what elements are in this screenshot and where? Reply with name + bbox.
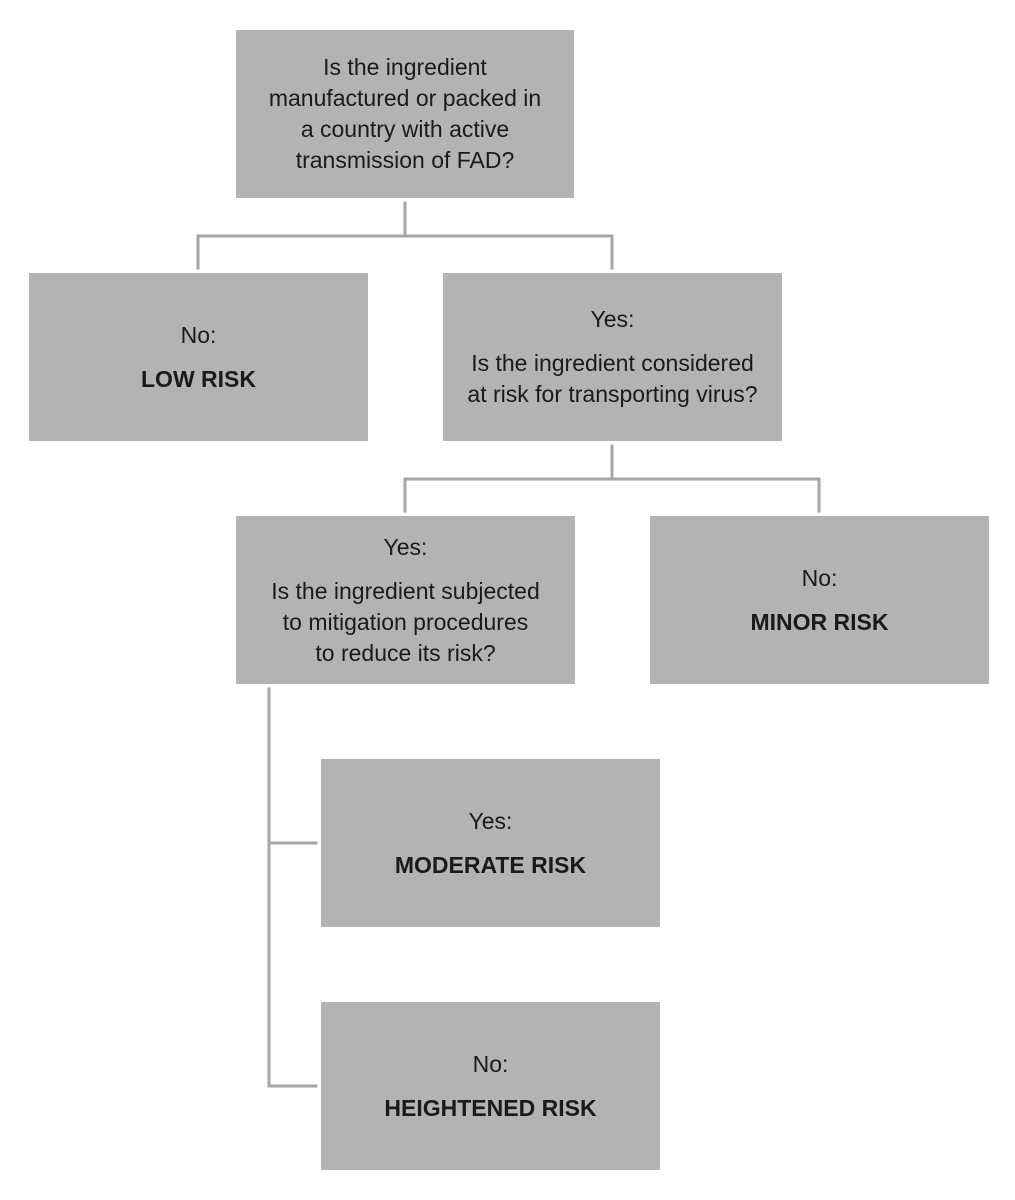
- node-text-line: to mitigation procedures: [282, 608, 529, 635]
- node-answer-label: Yes:: [383, 533, 428, 560]
- node-text-line: at risk for transporting virus?: [467, 381, 758, 407]
- node-text-line: Is the ingredient subjected: [271, 577, 540, 604]
- node-result-label: MINOR RISK: [750, 608, 889, 635]
- node-answer-label: No:: [801, 564, 838, 591]
- node-answer-label: No:: [180, 321, 217, 348]
- question-node-mitigation: Yes: Is the ingredient subjected to miti…: [236, 516, 575, 684]
- node-answer-label: No:: [472, 1050, 509, 1077]
- node-text-line: Is the ingredient considered: [471, 350, 754, 376]
- result-node-minor-risk: No: MINOR RISK: [650, 516, 989, 684]
- node-answer-label: Yes:: [590, 306, 635, 332]
- result-node-low-risk: No: LOW RISK: [29, 273, 368, 441]
- node-result-label: MODERATE RISK: [394, 851, 587, 878]
- node-text-line: a country with active: [300, 116, 510, 142]
- node-result-label: LOW RISK: [141, 365, 256, 392]
- question-node-fad-country: Is the ingredient manufactured or packed…: [236, 30, 574, 198]
- node-text-line: to reduce its risk?: [315, 639, 496, 666]
- result-node-moderate-risk: Yes: MODERATE RISK: [321, 759, 660, 927]
- question-node-transport-virus: Yes: Is the ingredient considered at ris…: [443, 273, 782, 441]
- node-result-label: HEIGHTENED RISK: [384, 1094, 597, 1121]
- node-text-line: manufactured or packed in: [268, 85, 542, 111]
- node-text-line: transmission of FAD?: [295, 147, 515, 173]
- node-text-line: Is the ingredient: [323, 54, 487, 80]
- result-node-heightened-risk: No: HEIGHTENED RISK: [321, 1002, 660, 1170]
- node-answer-label: Yes:: [468, 807, 513, 834]
